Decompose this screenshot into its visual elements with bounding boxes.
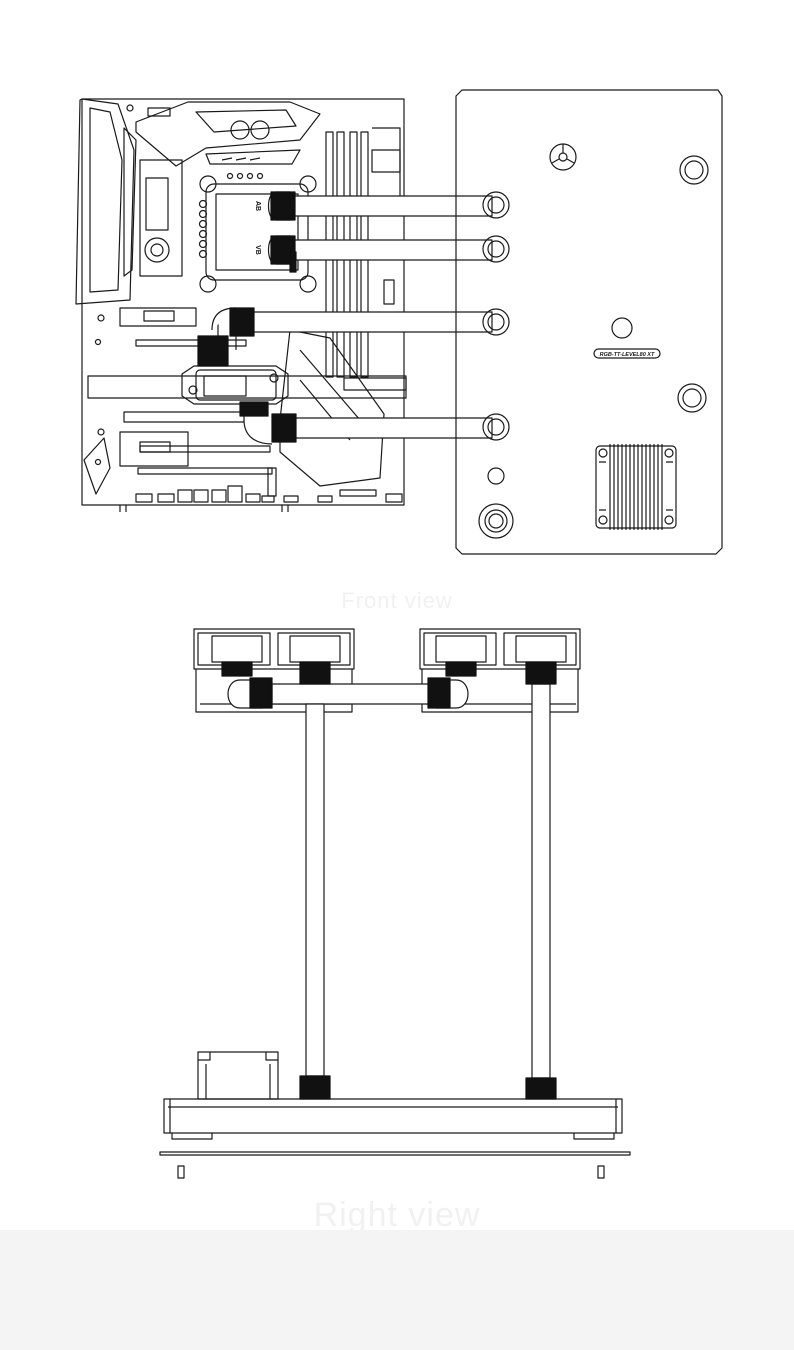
case-floor: [159, 1051, 631, 1179]
reservoir-label: RGB-TT-LEVEL80 XT: [600, 352, 655, 358]
vertical-tubes: [305, 683, 551, 1079]
front-view-caption: Front view: [341, 588, 453, 613]
gpu-bridge: [87, 365, 407, 405]
reservoir-plate: [455, 89, 723, 555]
right-view-caption: Right view: [313, 1196, 481, 1234]
cpu-mark-vb: VB: [254, 245, 261, 255]
motherboard: [75, 98, 405, 512]
cpu-mark-ab: AB: [254, 201, 261, 211]
bottom-band: [0, 1230, 794, 1350]
right-fittings: [221, 661, 557, 1100]
front-tubes: [211, 195, 493, 445]
front-fittings: [197, 191, 297, 443]
